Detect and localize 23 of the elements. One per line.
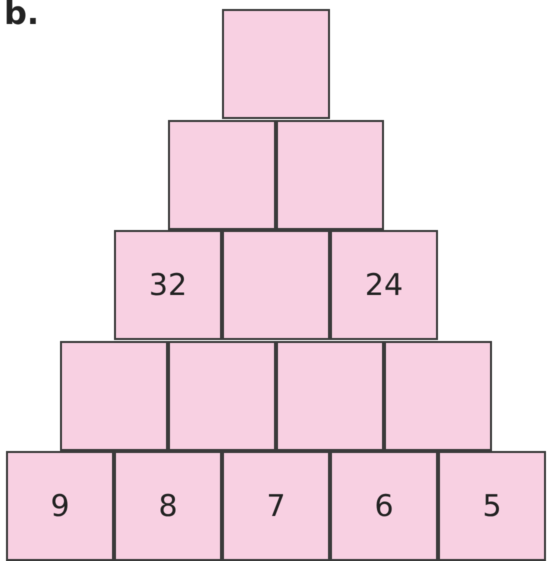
empty-box bbox=[222, 9, 330, 119]
number-text: 32 bbox=[148, 268, 188, 302]
empty-box bbox=[168, 120, 276, 230]
number-text: 24 bbox=[364, 268, 404, 302]
number-box bbox=[330, 451, 438, 561]
number-text: 9 bbox=[50, 488, 70, 524]
empty-box bbox=[60, 340, 168, 450]
empty-box bbox=[276, 120, 384, 230]
number-box bbox=[114, 451, 222, 561]
number-text: 5 bbox=[482, 488, 502, 524]
empty-box bbox=[168, 340, 276, 450]
number-box bbox=[114, 230, 222, 340]
number-box bbox=[222, 451, 330, 561]
number-text: 7 bbox=[266, 488, 286, 524]
empty-box bbox=[384, 340, 492, 450]
number-box bbox=[330, 230, 438, 340]
number-text: 6 bbox=[374, 488, 394, 524]
empty-box bbox=[222, 230, 330, 340]
number-box bbox=[6, 451, 114, 561]
empty-box bbox=[276, 340, 384, 450]
number-box bbox=[438, 451, 546, 561]
panel-label: b. bbox=[4, 0, 40, 30]
number-text: 8 bbox=[158, 488, 178, 524]
